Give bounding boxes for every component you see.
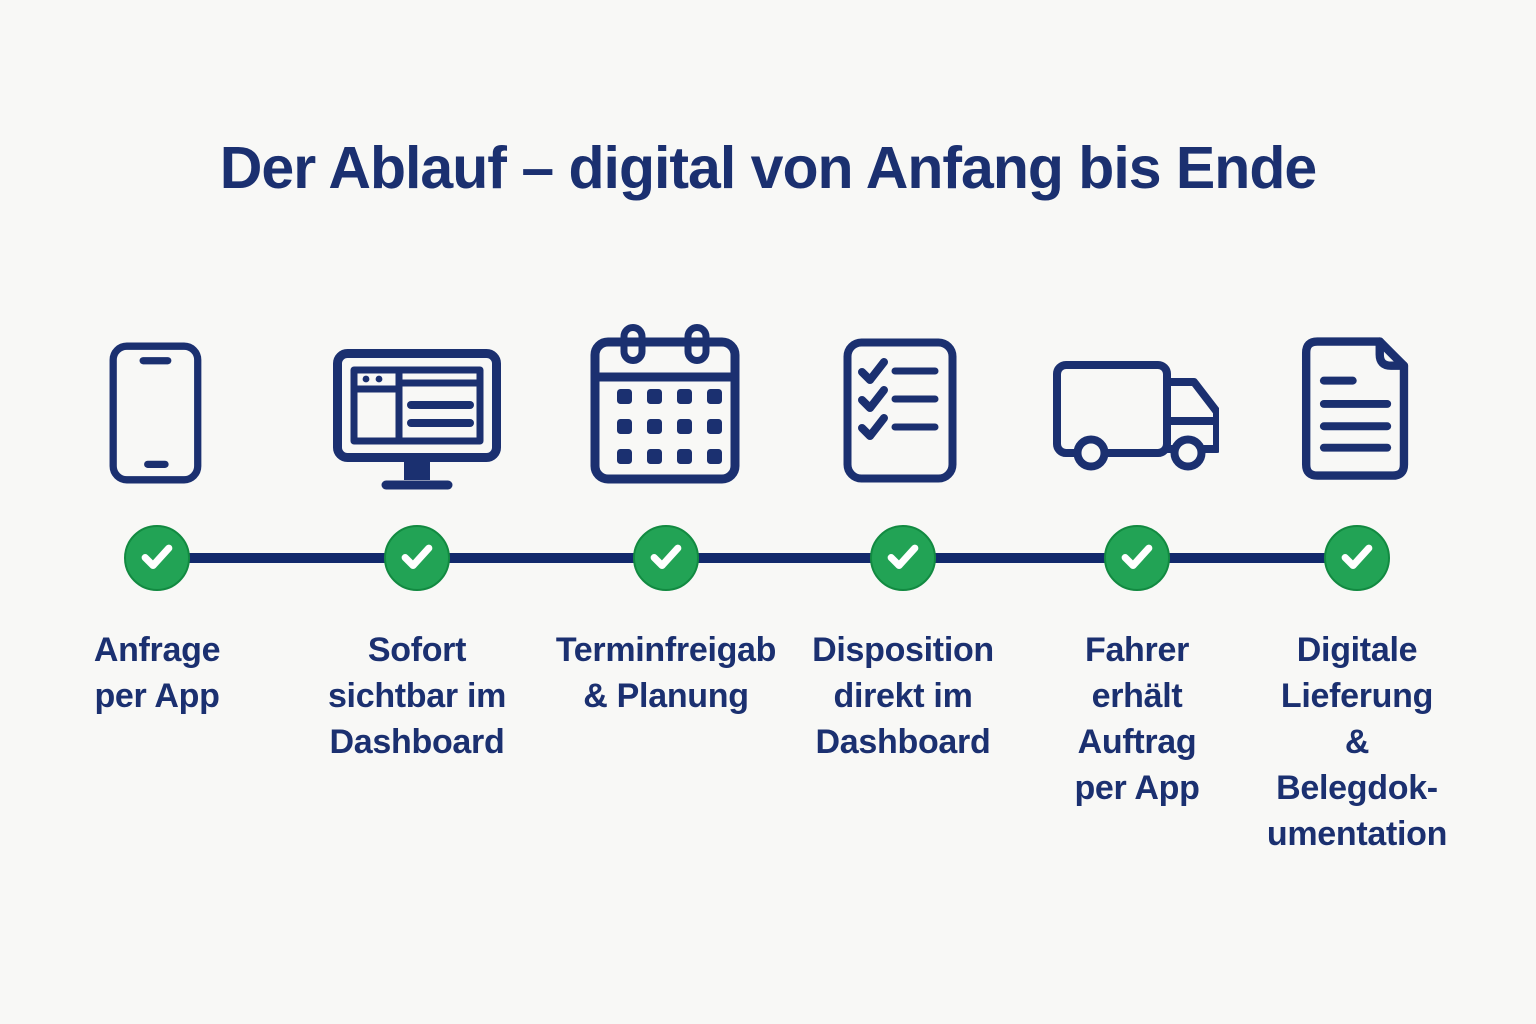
check-icon	[877, 530, 929, 587]
step-label-sofort-sichtbar: Sofort sichtbar im Dashboard	[327, 631, 507, 761]
step-label-terminfreigabe: Terminfreigab & Planung	[555, 631, 777, 715]
checklist-icon	[843, 338, 957, 483]
step-label-fahrer-auftrag: Fahrer erhält Auftrag per App	[1074, 631, 1200, 807]
check-icon	[1331, 530, 1383, 587]
checkpoint-step-3	[633, 525, 699, 591]
checkpoint-step-1	[124, 525, 190, 591]
step-label-anfrage-per-app: Anfrage per App	[93, 631, 221, 715]
calendar-icon	[590, 323, 740, 485]
page-title: Der Ablauf – digital von Anfang bis Ende	[219, 135, 1317, 201]
step-label-digitale-lieferung: Digitale Lieferung & Belegdok- umentatio…	[1266, 631, 1448, 853]
checkpoint-step-5	[1104, 525, 1170, 591]
delivery-truck-icon	[1051, 360, 1219, 476]
step-label-disposition: Disposition direkt im Dashboard	[812, 631, 994, 761]
check-icon	[1111, 530, 1163, 587]
document-icon	[1293, 335, 1419, 484]
checkpoint-step-6	[1324, 525, 1390, 591]
check-icon	[131, 530, 183, 587]
dashboard-monitor-icon	[333, 349, 501, 494]
checkpoint-step-4	[870, 525, 936, 591]
smartphone-icon	[105, 338, 205, 488]
checkpoint-step-2	[384, 525, 450, 591]
check-icon	[391, 530, 443, 587]
timeline-line	[157, 553, 1357, 563]
check-icon	[640, 530, 692, 587]
